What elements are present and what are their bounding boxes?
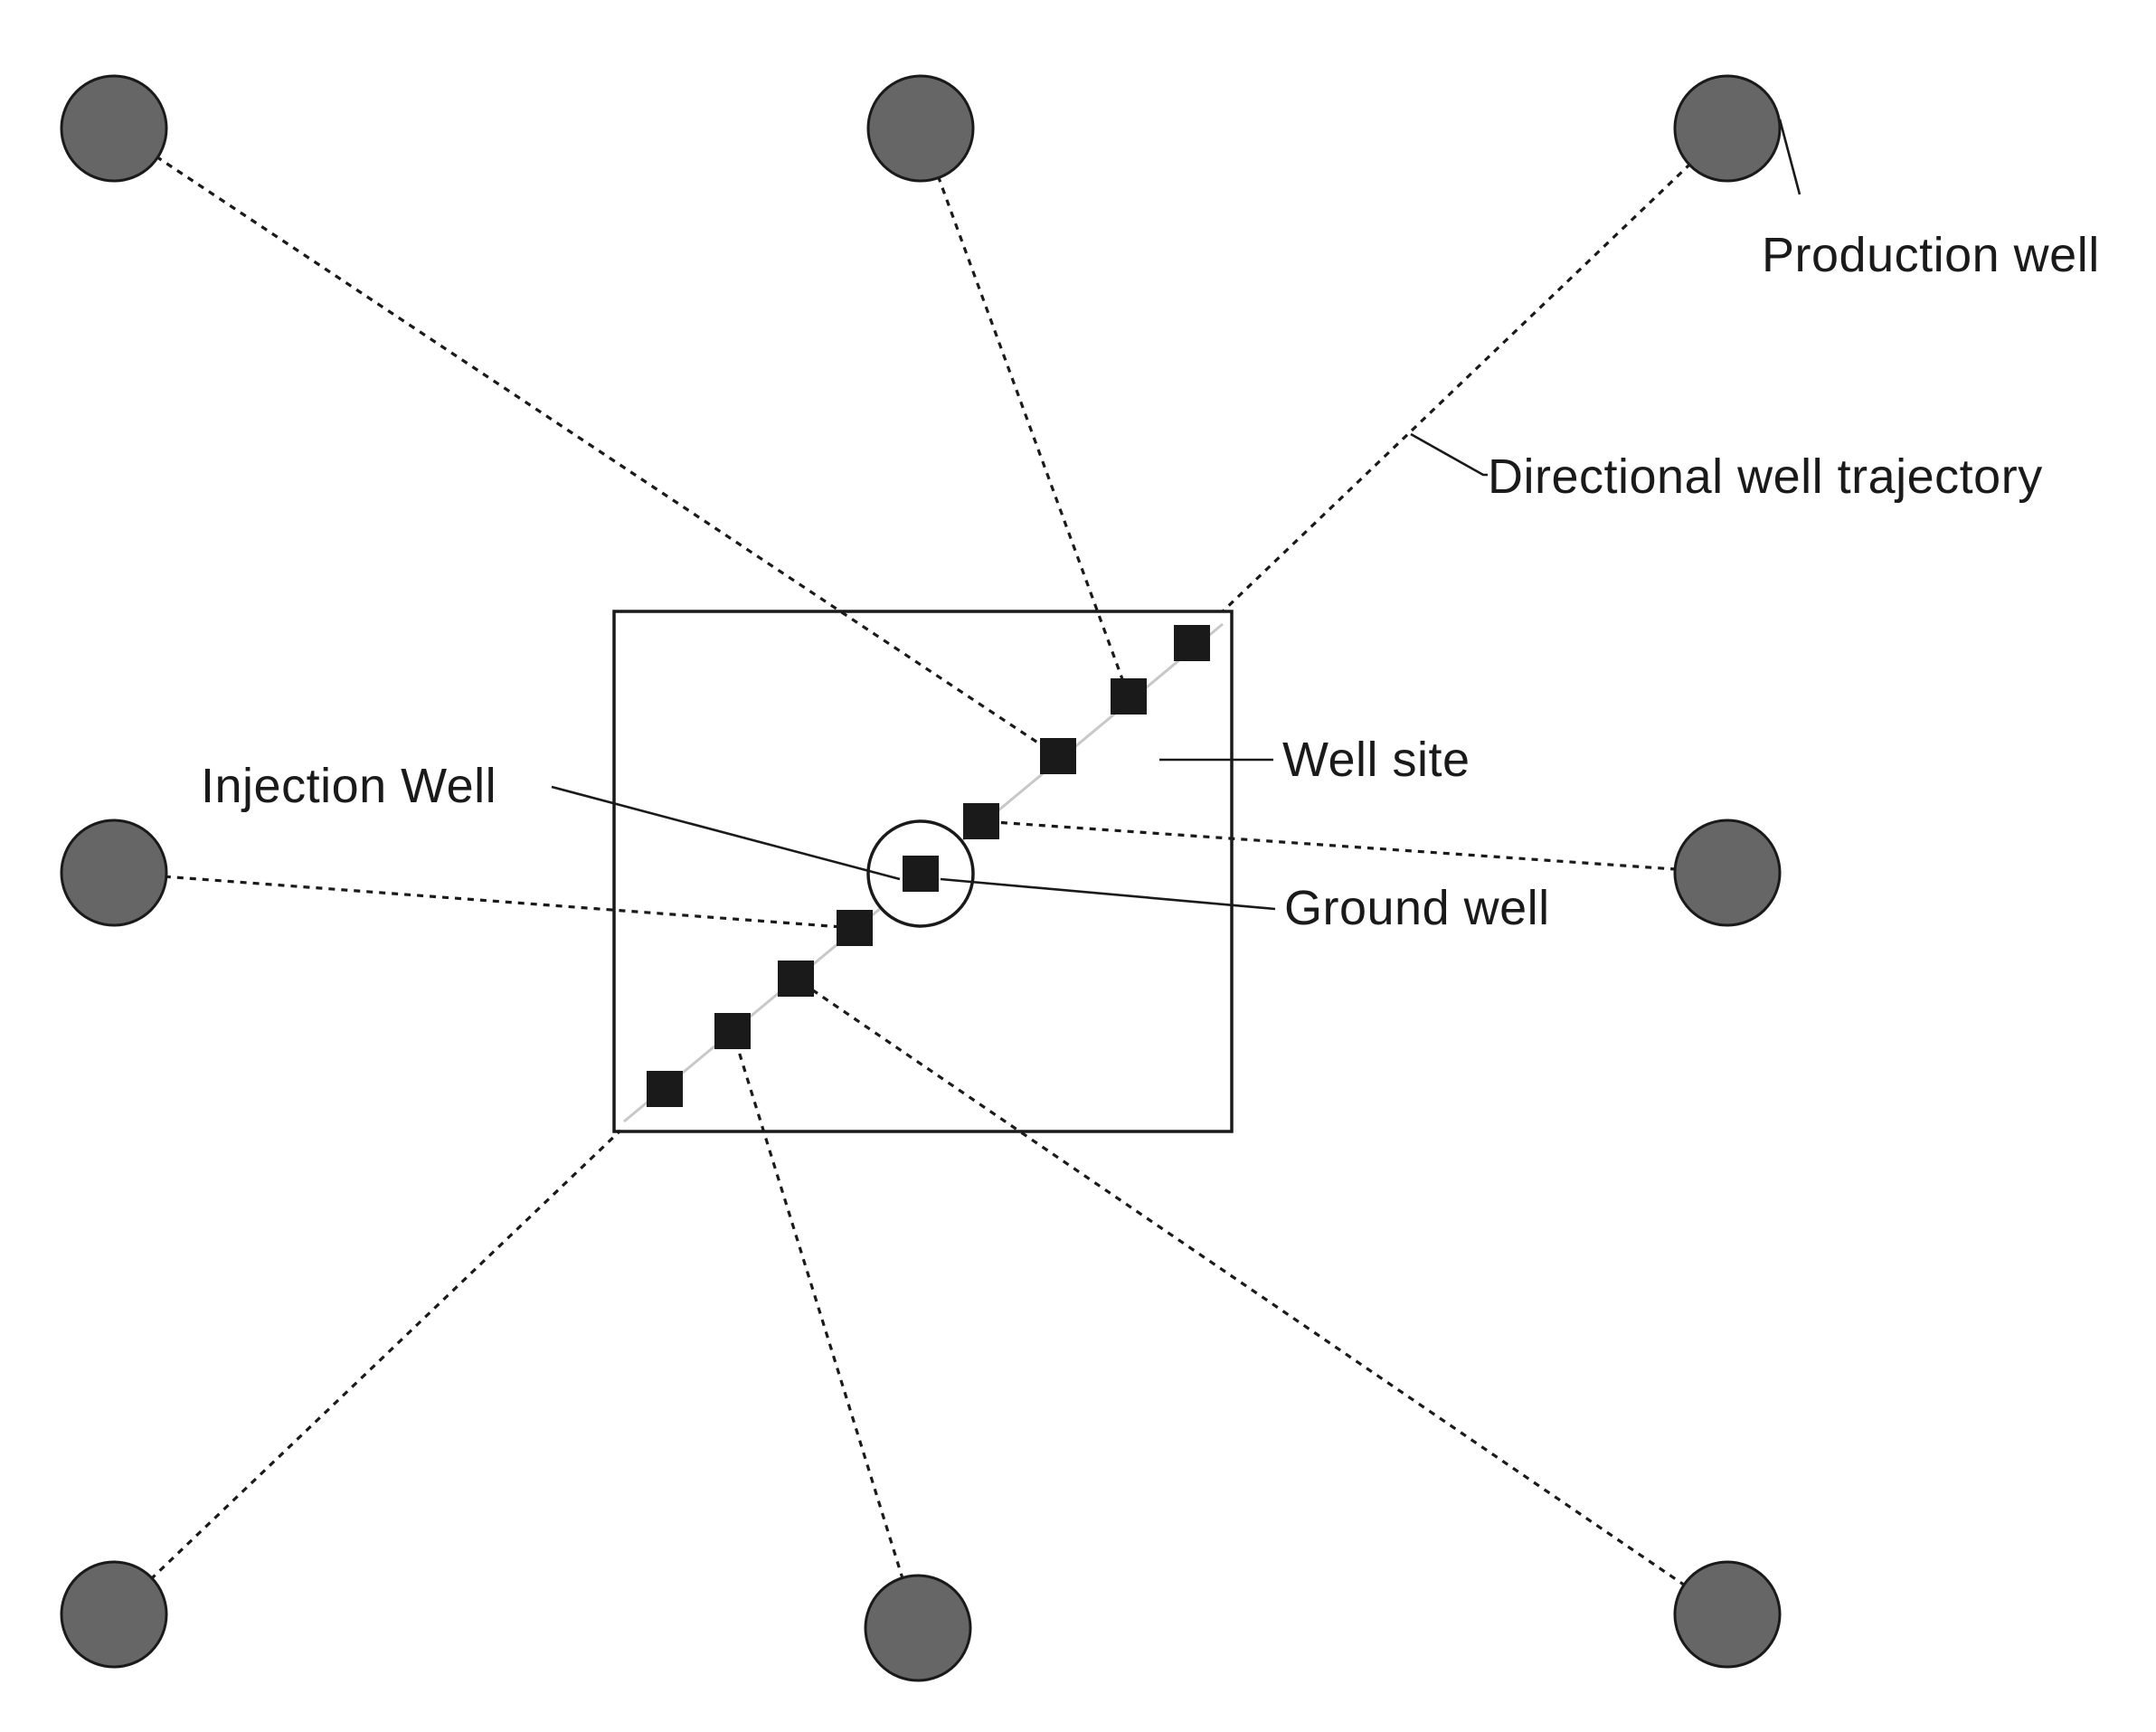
label-production-well: Production well [1762,228,2100,282]
wellhead-6 [778,961,814,997]
production-well-top-right [1673,74,1782,183]
leader-directional-trajectory [1410,432,1488,477]
trajectory-bottom-left [112,1129,622,1616]
leader-ground-well [940,877,1276,911]
label-directional-well-trajectory: Directional well trajectory [1488,450,2043,504]
leader-injection-well [551,785,901,881]
production-well-middle-right [1673,819,1782,927]
trajectory-middle-right [980,819,1728,875]
label-well-site: Well site [1282,733,1470,787]
wellhead-4 [963,803,999,839]
label-injection-well: Injection Well [201,759,496,813]
directional-trajectories [112,127,1729,1629]
wellhead-3 [1040,738,1076,774]
production-wells [60,74,1782,1682]
wellhead-7 [714,1013,751,1049]
trajectory-bottom-right [795,977,1728,1616]
ground-wellhead [903,856,939,892]
trajectory-top-right [1221,127,1729,613]
leader-lines [551,118,1801,911]
label-ground-well: Ground well [1284,881,1550,935]
wellhead-1 [1174,625,1210,661]
well-site-boundary [612,610,1234,1133]
production-well-middle-left [60,819,168,927]
wellhead-8 [647,1071,683,1107]
wellhead-2 [1111,678,1147,715]
production-well-bottom-right [1673,1560,1782,1669]
trajectory-bottom-center [731,1030,920,1629]
trajectory-middle-left [113,871,856,930]
trajectory-top-left [113,127,1059,758]
production-well-top-center [866,74,975,183]
wellhead-5 [837,910,873,946]
leader-production-well [1778,118,1801,195]
wellheads [647,625,1210,1107]
production-well-bottom-left [60,1560,168,1669]
production-well-bottom-center [864,1574,972,1682]
production-well-top-left [60,74,168,183]
